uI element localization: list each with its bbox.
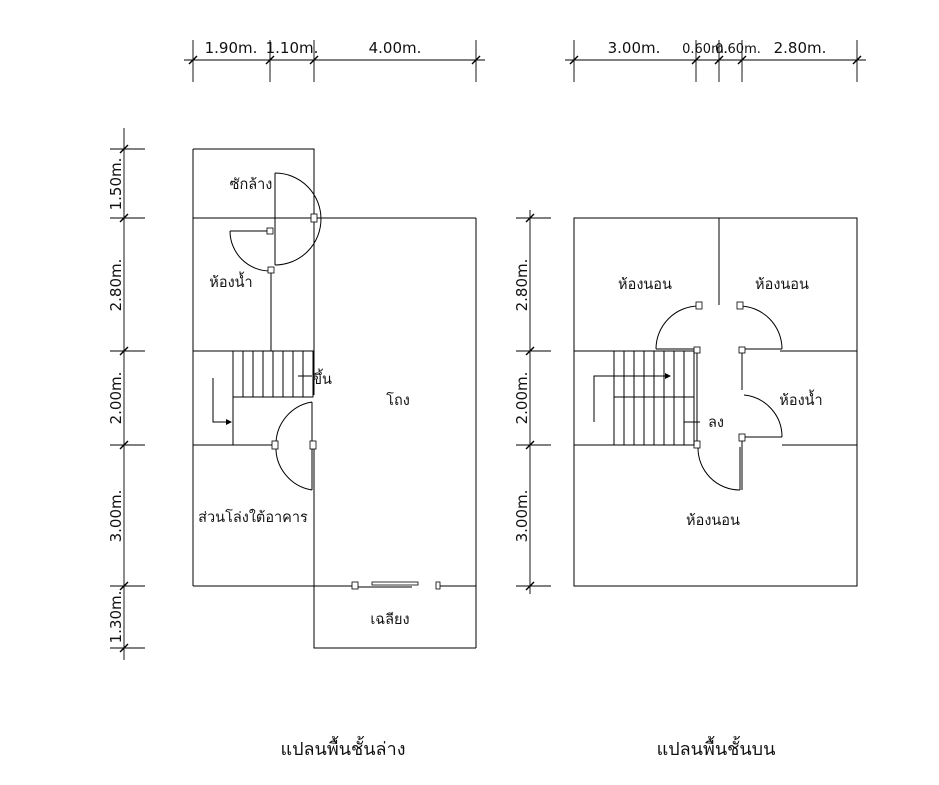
upper-floor-plan: 3.00m. 0.60m. 0.60m. 2.80m. 2.80m. 2.00m… xyxy=(513,39,866,760)
dim-ground-left-4: 3.00m. xyxy=(107,490,125,543)
dim-ground-left-3: 2.00m. xyxy=(107,372,125,425)
ground-floor-plan: 1.90m. 1.10m. 4.00m. 1.50m. 2.80m. 2.00m… xyxy=(107,39,485,760)
dim-upper-left-1: 2.80m. xyxy=(513,259,531,312)
dim-ground-top-1: 1.90m. xyxy=(205,39,258,57)
upper-doors xyxy=(655,301,783,491)
ground-left-dimension-chain: 1.50m. 2.80m. 2.00m. 3.00m. 1.30m. xyxy=(107,128,145,660)
caption-upper-floor: แปลนพื้นชั้นบน xyxy=(657,736,776,760)
label-ground-bathroom: ห้องน้ำ xyxy=(209,271,252,291)
label-stairs-up: ขึ้น xyxy=(312,368,332,388)
dim-ground-top-3: 4.00m. xyxy=(369,39,422,57)
label-laundry: ซักล้าง xyxy=(230,176,273,193)
dim-upper-top-4: 2.80m. xyxy=(774,39,827,57)
ground-stair: ขึ้น xyxy=(212,350,332,445)
upper-left-dimension-chain: 2.80m. 2.00m. 3.00m. xyxy=(513,210,551,594)
label-porch: เฉลียง xyxy=(370,611,409,628)
dim-ground-left-5: 1.30m. xyxy=(107,591,125,644)
ground-doors xyxy=(229,172,441,590)
ground-walls xyxy=(192,148,477,649)
label-bedroom-3: ห้องนอน xyxy=(686,512,740,529)
label-bedroom-2: ห้องนอน xyxy=(755,276,809,293)
dim-upper-left-2: 2.00m. xyxy=(513,372,531,425)
dim-upper-top-3: 0.60m. xyxy=(715,42,761,57)
label-stairs-down: ลง xyxy=(708,415,724,431)
dim-upper-top-2: 0.60m. xyxy=(682,42,728,57)
upper-stair: ลง xyxy=(593,350,724,446)
upper-top-dimension-chain: 3.00m. 0.60m. 0.60m. 2.80m. xyxy=(565,39,866,82)
label-open-space: ส่วนโล่งใต้อาคาร xyxy=(198,508,308,526)
label-hall: โถง xyxy=(386,391,410,409)
ground-top-dimension-chain: 1.90m. 1.10m. 4.00m. xyxy=(184,39,485,82)
dim-ground-left-1: 1.50m. xyxy=(107,158,125,211)
caption-ground-floor: แปลนพื้นชั้นล่าง xyxy=(281,736,406,760)
dim-ground-left-2: 2.80m. xyxy=(107,259,125,312)
label-upper-bathroom: ห้องน้ำ xyxy=(779,389,822,409)
dim-upper-top-1: 3.00m. xyxy=(608,39,661,57)
dim-upper-left-3: 3.00m. xyxy=(513,490,531,543)
dim-ground-top-2: 1.10m. xyxy=(266,39,319,57)
label-bedroom-1: ห้องนอน xyxy=(618,276,672,293)
